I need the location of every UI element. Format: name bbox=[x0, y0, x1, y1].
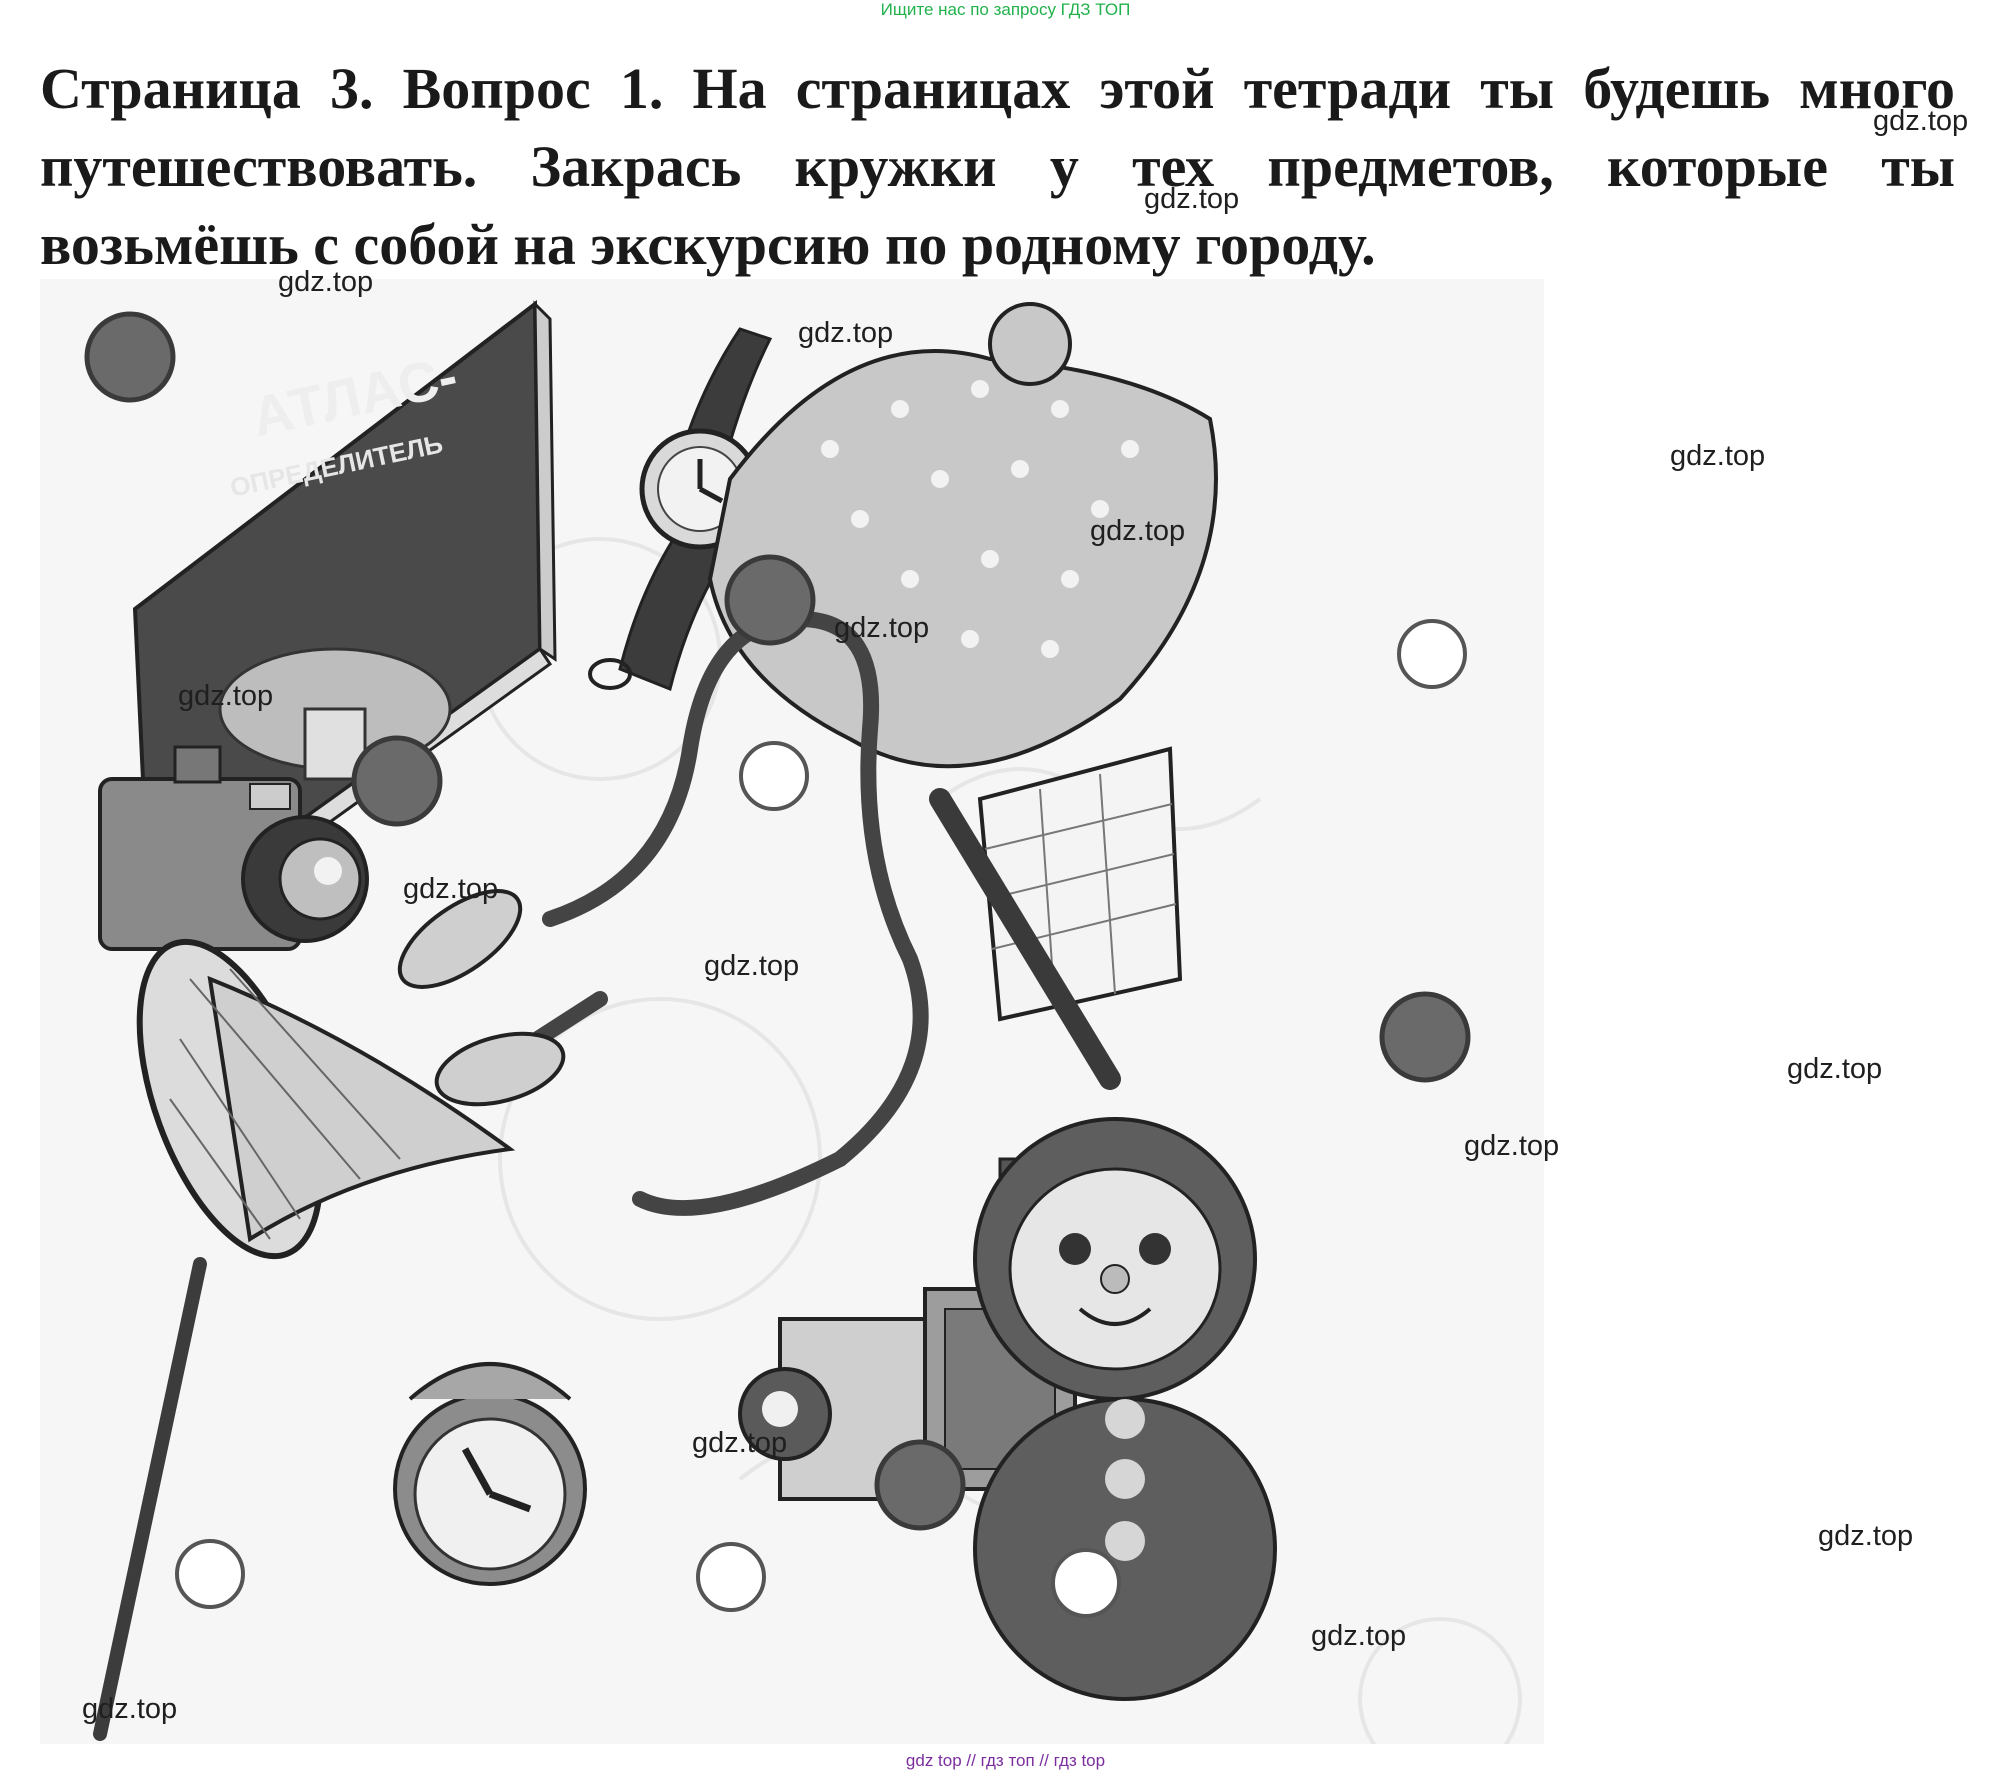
question-label: Страница 3. Вопрос 1. bbox=[40, 56, 664, 121]
worksheet-illustration: АТЛАС- ОПРЕДЕЛИТЕЛЬ bbox=[40, 279, 1544, 1744]
watermark: gdz.top bbox=[704, 950, 800, 982]
footer-banner[interactable]: gdz top // гдз топ // гдз top bbox=[905, 1751, 1106, 1770]
watermark: gdz.top bbox=[278, 266, 374, 298]
site-banner[interactable]: Ищите нас по запросу ГДЗ ТОП bbox=[880, 0, 1131, 19]
watermark: gdz.top bbox=[1873, 105, 1969, 137]
watermark: gdz.top bbox=[82, 1693, 178, 1725]
circle-wristwatch[interactable] bbox=[724, 554, 816, 646]
watermark: gdz.top bbox=[834, 612, 930, 644]
question-text: Страница 3. Вопрос 1. На страницах этой … bbox=[40, 50, 1955, 284]
watermark: gdz.top bbox=[1090, 515, 1186, 547]
circle-video-camera[interactable] bbox=[874, 1439, 966, 1531]
watermark: gdz.top bbox=[1818, 1520, 1914, 1552]
circle-alarm-clock[interactable] bbox=[696, 1542, 766, 1612]
previous-text-cutoff bbox=[38, 0, 738, 10]
watermark: gdz.top bbox=[1787, 1053, 1883, 1085]
circle-jump-rope[interactable] bbox=[739, 741, 809, 811]
circle-roly-poly[interactable] bbox=[1051, 1548, 1121, 1618]
answer-circles bbox=[84, 311, 1471, 1618]
circle-butterfly-net[interactable] bbox=[175, 1539, 245, 1609]
watermark: gdz.top bbox=[692, 1427, 788, 1459]
alarm-clock-image bbox=[393, 1362, 587, 1586]
butterfly-net-image bbox=[93, 938, 516, 1741]
watermark: gdz.top bbox=[1464, 1130, 1560, 1162]
pillow-image bbox=[707, 302, 1218, 769]
watermark: gdz.top bbox=[1311, 1620, 1407, 1652]
watermark: gdz.top bbox=[403, 873, 499, 905]
photo-camera-image bbox=[98, 745, 369, 951]
notepad-and-pen-image bbox=[929, 746, 1183, 1090]
circle-atlas-book[interactable] bbox=[84, 311, 176, 403]
circle-photo-camera[interactable] bbox=[351, 735, 443, 827]
circle-pillow[interactable] bbox=[1397, 619, 1467, 689]
watermark: gdz.top bbox=[1670, 440, 1766, 472]
wristwatch-image bbox=[588, 327, 773, 692]
roly-poly-toy-image bbox=[973, 1117, 1277, 1701]
question-body: На страницах этой тетради ты будешь мног… bbox=[40, 56, 1956, 277]
watermark: gdz.top bbox=[798, 317, 894, 349]
jump-rope-image bbox=[397, 610, 929, 1216]
watermark: gdz.top bbox=[1144, 183, 1240, 215]
circle-notepad[interactable] bbox=[1379, 991, 1471, 1083]
watermark: gdz.top bbox=[178, 680, 274, 712]
